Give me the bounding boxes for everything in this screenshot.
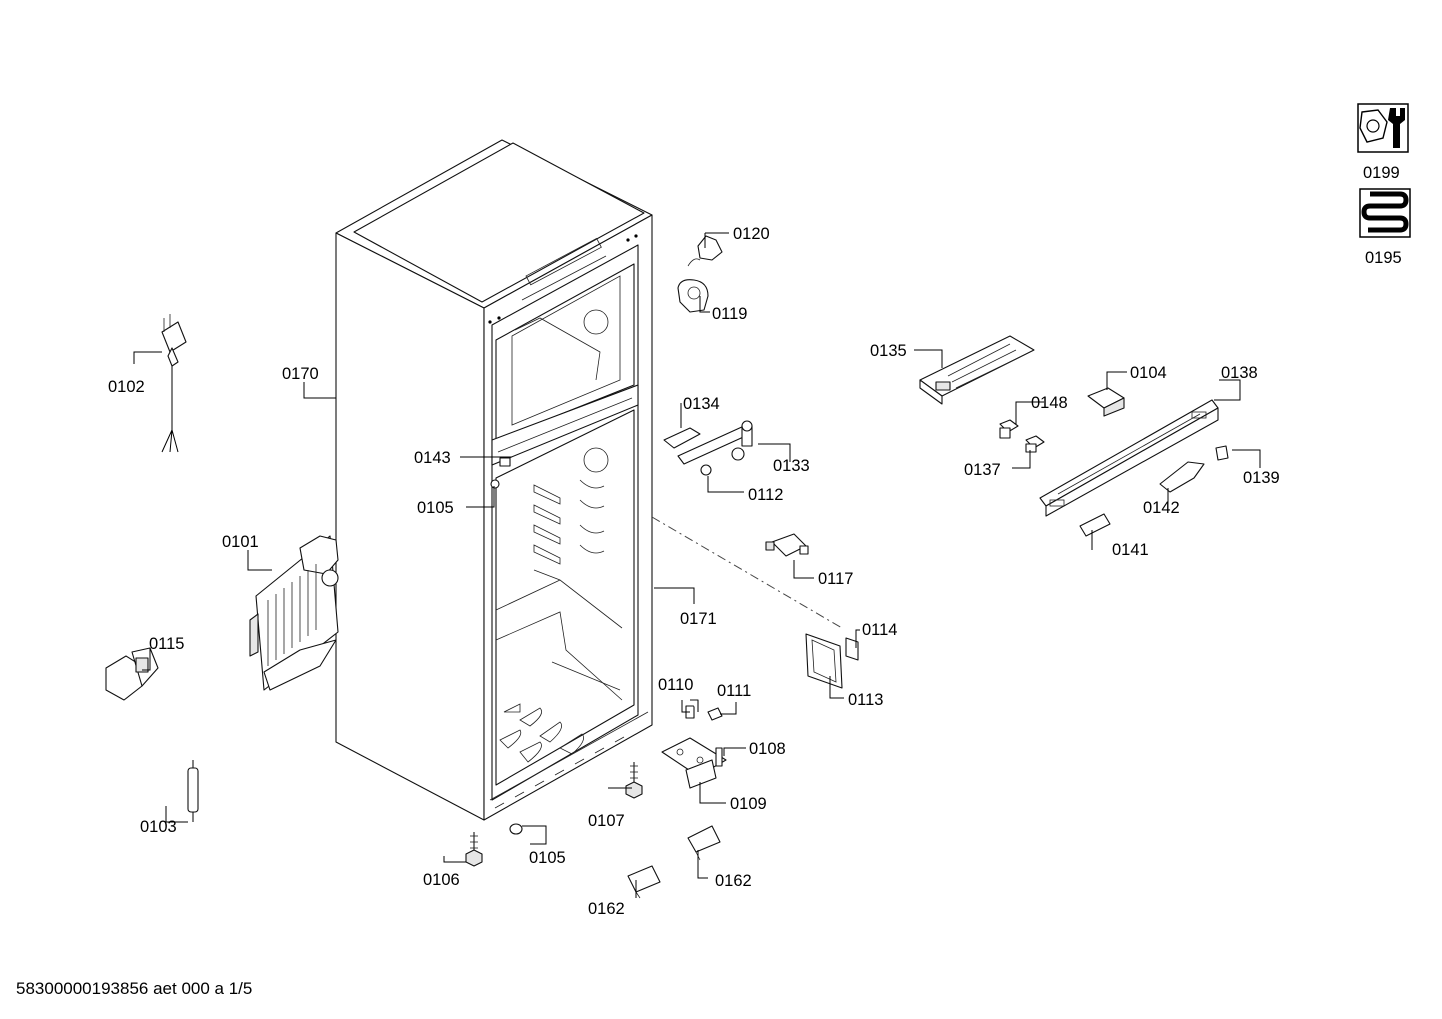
wrench-nut-icon bbox=[1357, 103, 1409, 153]
label-0106: 0106 bbox=[423, 871, 460, 889]
sticker-0141 bbox=[1079, 513, 1111, 537]
door-switch bbox=[765, 533, 809, 557]
label-0119: 0119 bbox=[712, 305, 747, 323]
lower-hinge bbox=[661, 737, 727, 789]
label-0101: 0101 bbox=[222, 533, 259, 551]
label-0133: 0133 bbox=[773, 457, 810, 475]
control-rail bbox=[1039, 399, 1219, 517]
label-0139: 0139 bbox=[1243, 469, 1280, 487]
document-id-footer: 58300000193856 aet 000 a 1/5 bbox=[16, 979, 253, 998]
label-0162-left: 0162 bbox=[588, 900, 625, 918]
label-0143: 0143 bbox=[414, 449, 451, 467]
label-0162-right: 0162 bbox=[715, 872, 752, 890]
cover-plate bbox=[805, 633, 859, 689]
label-0142: 0142 bbox=[1143, 499, 1180, 517]
label-0148: 0148 bbox=[1031, 394, 1068, 412]
adjustable-foot-a bbox=[625, 762, 643, 799]
label-0105-lower: 0105 bbox=[529, 849, 566, 867]
label-0111: 0111 bbox=[717, 682, 751, 700]
label-0105-upper: 0105 bbox=[417, 499, 454, 517]
connector-0137 bbox=[1025, 435, 1045, 453]
label-0110: 0110 bbox=[658, 676, 693, 694]
label-0195: 0195 bbox=[1365, 249, 1402, 267]
label-0115: 0115 bbox=[149, 635, 184, 653]
power-cord bbox=[161, 314, 187, 453]
upper-hinge bbox=[663, 420, 753, 476]
label-0107: 0107 bbox=[588, 812, 625, 830]
label-0108: 0108 bbox=[749, 740, 786, 758]
label-0103: 0103 bbox=[140, 818, 177, 836]
leader-lines bbox=[133, 232, 1261, 898]
plug-0105 bbox=[509, 823, 523, 835]
handle-cover-0142 bbox=[1159, 461, 1205, 493]
hinge-bushings bbox=[685, 699, 723, 721]
connector-0148 bbox=[999, 419, 1019, 439]
back-cover bbox=[249, 535, 339, 691]
label-0199: 0199 bbox=[1363, 164, 1400, 182]
label-0138: 0138 bbox=[1221, 364, 1258, 382]
label-0102: 0102 bbox=[108, 378, 145, 396]
refrigerator-cabinet bbox=[335, 139, 653, 821]
label-0135: 0135 bbox=[870, 342, 907, 360]
bracket-b bbox=[687, 825, 721, 861]
label-plate-0139 bbox=[1215, 445, 1229, 461]
thermostat bbox=[105, 647, 159, 701]
label-0141: 0141 bbox=[1112, 541, 1149, 559]
label-0117: 0117 bbox=[818, 570, 853, 588]
label-0114: 0114 bbox=[862, 621, 897, 639]
coil-icon bbox=[1359, 188, 1411, 238]
label-0113: 0113 bbox=[848, 691, 883, 709]
label-0104: 0104 bbox=[1130, 364, 1167, 382]
label-0170: 0170 bbox=[282, 365, 319, 383]
relay-0104 bbox=[1087, 387, 1125, 417]
control-board bbox=[919, 335, 1035, 405]
adjustable-foot-b bbox=[465, 832, 483, 867]
label-0109: 0109 bbox=[730, 795, 767, 813]
label-0120: 0120 bbox=[733, 225, 770, 243]
label-0112: 0112 bbox=[748, 486, 783, 504]
filter-drier bbox=[187, 760, 199, 822]
bracket-a bbox=[627, 865, 661, 899]
label-0134: 0134 bbox=[683, 395, 720, 413]
label-0137: 0137 bbox=[964, 461, 1001, 479]
label-0171: 0171 bbox=[680, 610, 717, 628]
part-labels: 0120 0119 0102 0170 0135 0104 0138 0134 … bbox=[108, 225, 1280, 918]
